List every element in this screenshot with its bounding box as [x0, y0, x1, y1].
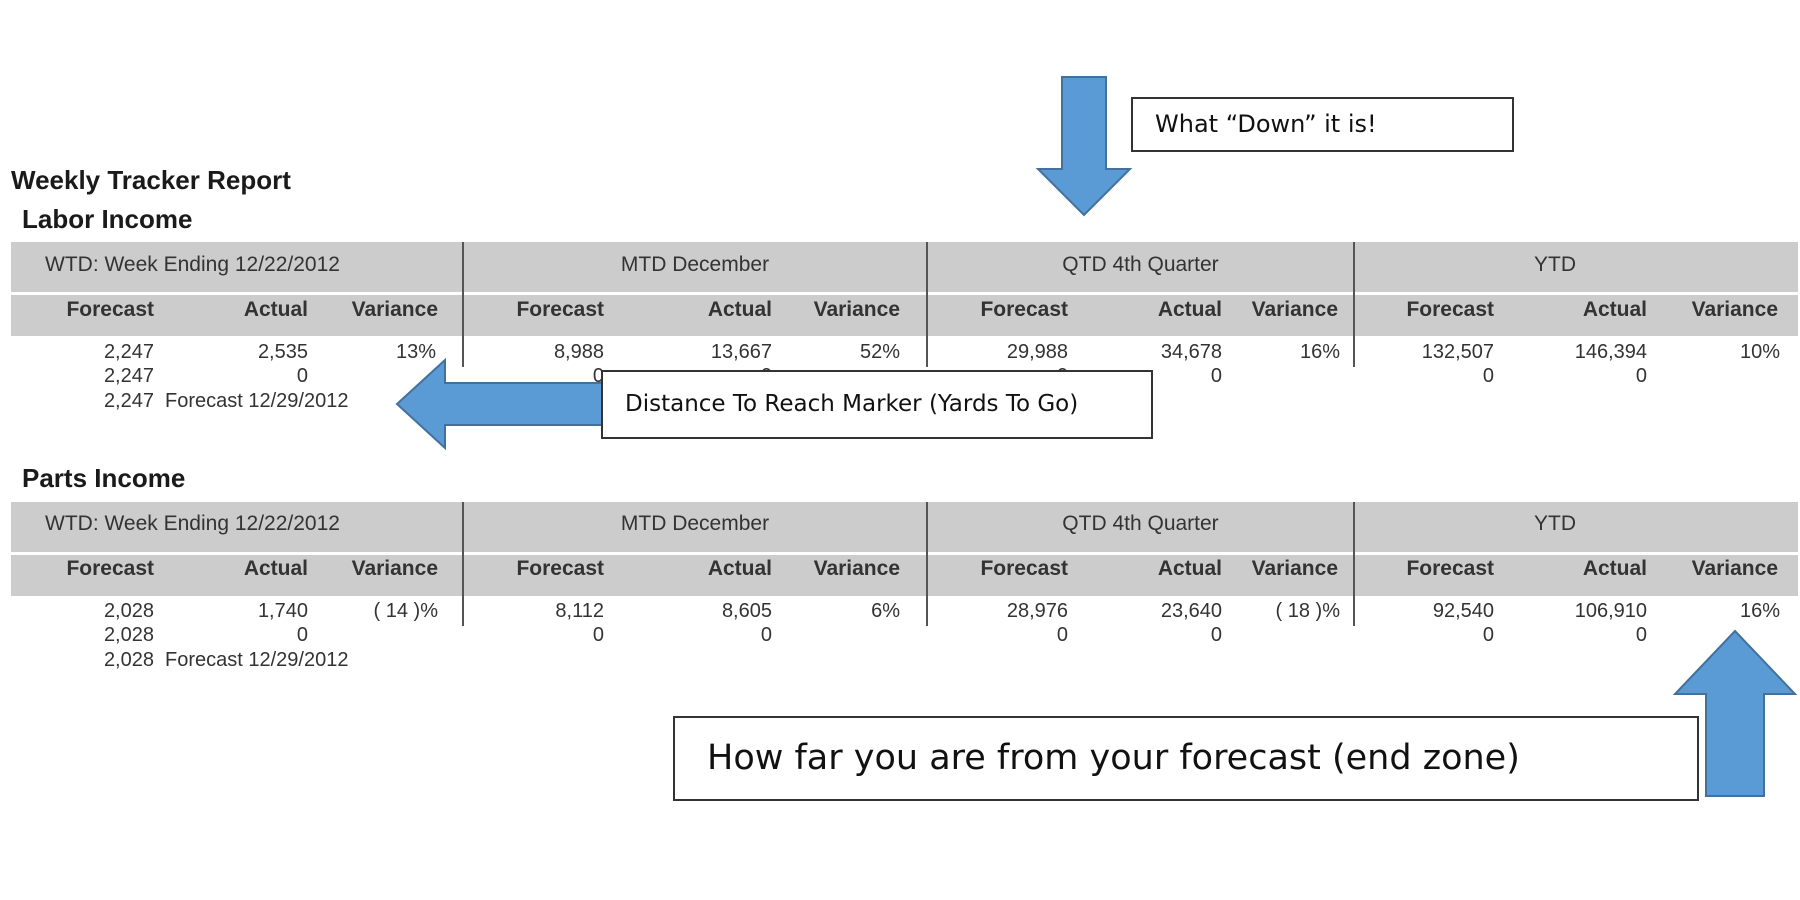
- table-cell: 52%: [859, 341, 900, 363]
- callout-down: What “Down” it is!: [1131, 97, 1514, 152]
- column-divider: [1353, 502, 1355, 626]
- col-variance: Variance: [351, 298, 438, 321]
- col-forecast: Forecast: [516, 298, 604, 321]
- table-cell: 2,028: [103, 624, 154, 646]
- column-divider: [462, 242, 464, 367]
- col-variance: Variance: [813, 557, 900, 580]
- table-cell: 132,507: [1421, 341, 1494, 363]
- table-cell: 146,394: [1574, 341, 1647, 363]
- up-arrow: [1672, 629, 1798, 797]
- table-cell: 10%: [1739, 341, 1780, 363]
- col-variance: Variance: [813, 298, 900, 321]
- table-cell: 0: [760, 624, 772, 646]
- period-qtd: QTD 4th Quarter: [1062, 512, 1219, 535]
- col-actual: Actual: [707, 298, 772, 321]
- col-actual: Actual: [1157, 557, 1222, 580]
- table-cell: 0: [592, 624, 604, 646]
- down-arrow: [1035, 76, 1133, 217]
- col-actual: Actual: [243, 298, 308, 321]
- table-cell: 2,028: [103, 600, 154, 622]
- table-cell: 0: [592, 365, 604, 387]
- table-cell: 0: [1210, 624, 1222, 646]
- period-mtd: MTD December: [620, 253, 770, 276]
- col-forecast: Forecast: [1406, 298, 1494, 321]
- table-cell: ( 18 )%: [1275, 600, 1340, 622]
- col-forecast: Forecast: [66, 557, 154, 580]
- col-actual: Actual: [1157, 298, 1222, 321]
- labor-column-header: [11, 295, 1798, 336]
- table-cell: 16%: [1739, 600, 1780, 622]
- column-divider: [1353, 242, 1355, 367]
- table-cell: 0: [296, 365, 308, 387]
- period-mtd: MTD December: [620, 512, 770, 535]
- column-divider: [926, 502, 928, 626]
- table-cell: 8,988: [553, 341, 604, 363]
- table-cell: 0: [296, 624, 308, 646]
- col-actual: Actual: [707, 557, 772, 580]
- table-cell: 2,247: [103, 341, 154, 363]
- table-cell: 0: [1635, 365, 1647, 387]
- col-forecast: Forecast: [516, 557, 604, 580]
- table-cell: 16%: [1299, 341, 1340, 363]
- period-qtd: QTD 4th Quarter: [1062, 253, 1219, 276]
- table-cell: 2,247: [103, 365, 154, 387]
- parts-period-header: [11, 502, 1798, 552]
- callout-forecast: How far you are from your forecast (end …: [673, 716, 1699, 801]
- table-cell: 2,028: [103, 649, 154, 671]
- col-variance: Variance: [1691, 557, 1778, 580]
- callout-distance: Distance To Reach Marker (Yards To Go): [601, 370, 1153, 439]
- period-wtd: WTD: Week Ending 12/22/2012: [45, 512, 340, 535]
- table-cell: 8,112: [555, 600, 604, 622]
- section-title-parts: Parts Income: [22, 463, 186, 493]
- forecast-note: Forecast 12/29/2012: [165, 390, 349, 412]
- table-cell: 2,535: [257, 341, 308, 363]
- table-cell: 13,667: [710, 341, 772, 363]
- col-variance: Variance: [1251, 298, 1338, 321]
- col-actual: Actual: [243, 557, 308, 580]
- table-cell: 0: [1482, 624, 1494, 646]
- table-cell: 28,976: [1006, 600, 1068, 622]
- parts-column-header: [11, 555, 1798, 596]
- forecast-note: Forecast 12/29/2012: [165, 649, 349, 671]
- col-variance: Variance: [1251, 557, 1338, 580]
- table-cell: 0: [1635, 624, 1647, 646]
- table-cell: 29,988: [1006, 341, 1068, 363]
- report-title: Weekly Tracker Report: [11, 165, 291, 195]
- table-cell: 0: [1482, 365, 1494, 387]
- column-divider: [926, 242, 928, 367]
- col-variance: Variance: [351, 557, 438, 580]
- period-wtd: WTD: Week Ending 12/22/2012: [45, 253, 340, 276]
- col-actual: Actual: [1582, 298, 1647, 321]
- col-variance: Variance: [1691, 298, 1778, 321]
- table-cell: 2,247: [103, 390, 154, 412]
- period-ytd: YTD: [1534, 253, 1576, 276]
- table-cell: 23,640: [1160, 600, 1222, 622]
- table-cell: ( 14 )%: [373, 600, 438, 622]
- period-ytd: YTD: [1534, 512, 1576, 535]
- table-cell: 92,540: [1432, 600, 1494, 622]
- col-forecast: Forecast: [1406, 557, 1494, 580]
- table-cell: 1,740: [257, 600, 308, 622]
- table-cell: 34,678: [1160, 341, 1222, 363]
- col-actual: Actual: [1582, 557, 1647, 580]
- table-cell: 13%: [395, 341, 436, 363]
- table-cell: 8,605: [721, 600, 772, 622]
- left-arrow: [395, 357, 604, 451]
- section-title-labor: Labor Income: [22, 204, 193, 234]
- col-forecast: Forecast: [980, 557, 1068, 580]
- table-cell: 6%: [871, 600, 900, 622]
- table-cell: 0: [1210, 365, 1222, 387]
- table-cell: 106,910: [1574, 600, 1647, 622]
- col-forecast: Forecast: [66, 298, 154, 321]
- labor-period-header: [11, 242, 1798, 292]
- column-divider: [462, 502, 464, 626]
- table-cell: 0: [1056, 624, 1068, 646]
- col-forecast: Forecast: [980, 298, 1068, 321]
